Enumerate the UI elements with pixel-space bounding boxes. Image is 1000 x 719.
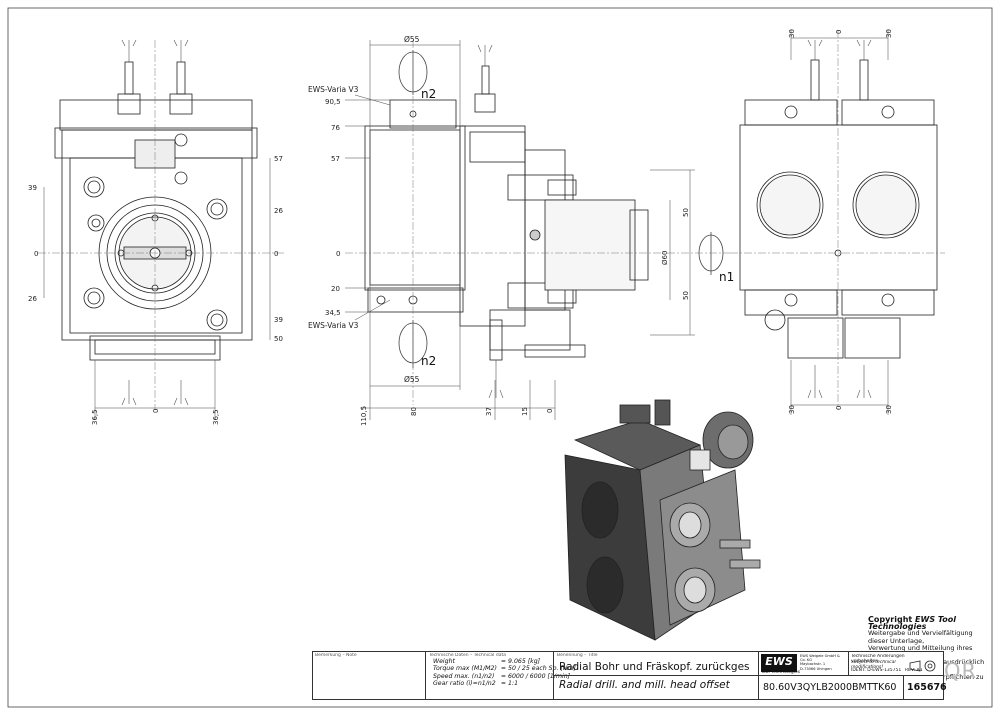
table-row: Gear ratio (i)=n1/n2 = 1:1	[431, 680, 578, 687]
front-view	[38, 39, 285, 420]
front-dim-bottom-0: 0	[152, 409, 160, 413]
remarks-header: Bemerkung – Note	[315, 653, 357, 658]
isometric-render	[564, 399, 761, 641]
varia-label-top: EWS-Varia V3	[308, 85, 359, 94]
divider	[903, 675, 904, 699]
front-dim-left-39: 39	[28, 184, 37, 192]
title-german: Radial Bohr und Fräskopf. zurückges	[559, 661, 750, 673]
rear-dim-top-30-left: 30	[788, 29, 796, 38]
title-block: Bemerkung – Note Technische Daten – Tech…	[312, 651, 947, 700]
copyright-prefix: Copyright	[868, 615, 913, 624]
side-n1: n1	[719, 270, 734, 284]
prop-label: Torque max (M1/M2)	[433, 665, 497, 673]
front-dim-right-39: 39	[274, 316, 283, 324]
ident-label: IDENT: D-EWS-135751	[851, 668, 902, 673]
prop-label: Weight	[433, 658, 455, 665]
side-n2-top: n2	[421, 87, 436, 101]
side-dim-bottom-80: 80	[410, 407, 418, 416]
rear-dim-top-30-right: 30	[885, 29, 893, 38]
side-dim-bottom-110-5: 110,5	[360, 406, 368, 426]
front-dim-right-50: 50	[274, 335, 283, 343]
tech-data-table: Weight = 9.065 [kg] Torque max (M1/M2)= 5…	[431, 658, 578, 687]
rear-dim-bottom-0: 0	[835, 406, 843, 410]
side-dim-90-5: 90,5	[325, 98, 341, 106]
prop-value: = 9.065 [kg]	[500, 658, 541, 665]
side-dim-34-5: 34,5	[325, 309, 341, 317]
qr-placeholder: QR	[944, 659, 978, 683]
side-bottom-diameter: Ø55	[404, 375, 420, 384]
company-line: D-73066 Uhingen	[800, 666, 832, 671]
side-view	[345, 40, 730, 420]
drawing-number: 165676	[907, 682, 947, 693]
revision-label: REV: A1	[905, 668, 923, 673]
change-note-en: Subject to technical modifications!	[851, 660, 896, 670]
rear-view	[730, 30, 945, 415]
side-dim-57: 57	[331, 155, 340, 163]
designation-header: Benennung – Title	[557, 653, 598, 658]
copyright-line: Weitergabe und Vervielfältigung dieser U…	[868, 629, 973, 645]
prop-value: = 50 / 25 each Sp. [Nm]	[500, 665, 576, 673]
divider	[425, 652, 426, 699]
side-n2-bottom: n2	[421, 354, 436, 368]
front-dim-right-0: 0	[274, 250, 278, 258]
divider	[848, 652, 849, 675]
table-row: Torque max (M1/M2)= 50 / 25 each Sp. [Nm…	[431, 665, 578, 672]
table-row: Weight = 9.065 [kg]	[431, 658, 578, 665]
side-dim-right-d60: Ø60	[661, 251, 669, 265]
prop-label: Gear ratio (i)=n1/n2	[433, 679, 496, 687]
side-dim-right-50-bottom: 50	[682, 291, 690, 300]
side-dim-0: 0	[336, 250, 340, 258]
rear-dim-bottom-30-left: 30	[788, 405, 796, 414]
ews-logo-sub: Tool Technologies	[761, 670, 801, 675]
table-row: Speed max. (n1/n2) = 6000 / 6000 [1/min]	[431, 673, 578, 680]
company-address: EWS Weigele GmbH & Co. KG Maybachstr. 1 …	[800, 654, 844, 671]
divider	[553, 675, 758, 676]
side-dim-bottom-15: 15	[521, 407, 529, 416]
tech-header: Technische Daten – Technical data	[429, 653, 506, 658]
front-dim-bottom-36-5-left: 36,5	[91, 409, 99, 425]
projection-icon	[909, 660, 936, 672]
prop-value: = 1:1	[500, 679, 518, 687]
side-dim-76: 76	[331, 124, 340, 132]
divider	[758, 675, 943, 676]
part-number: 80.60V3QYLB2000BMTTK60	[763, 682, 897, 693]
prop-value: = 6000 / 6000 [1/min]	[500, 672, 571, 680]
projection-symbol	[908, 660, 940, 674]
front-dim-left-0: 0	[34, 250, 38, 258]
company-line: EWS Weigele GmbH & Co. KG	[800, 654, 840, 663]
front-dim-right-57: 57	[274, 155, 283, 163]
varia-label-bottom: EWS-Varia V3	[308, 321, 359, 330]
rear-dim-top-0: 0	[835, 30, 843, 34]
copyright-brand: EWS Tool Technologies	[868, 615, 957, 632]
prop-label: Speed max. (n1/n2)	[433, 672, 495, 680]
sheet-border	[7, 7, 993, 708]
side-dim-20: 20	[331, 285, 340, 293]
copyright-heading: Copyright EWS Tool Technologies	[868, 615, 993, 632]
side-dim-bottom-0: 0	[546, 409, 554, 413]
front-dim-bottom-36-5-right: 36,5	[212, 409, 220, 425]
side-top-diameter: Ø55	[404, 35, 420, 44]
rear-dim-bottom-30-right: 30	[885, 405, 893, 414]
side-dim-right-50-top: 50	[682, 208, 690, 217]
change-note: Technische Änderungen vorbehalten	[851, 654, 905, 664]
side-dim-bottom-37: 37	[485, 407, 493, 416]
front-dim-left-26: 26	[28, 295, 37, 303]
front-dim-right-26: 26	[274, 207, 283, 215]
title-english: Radial drill. and mill. head offset	[559, 679, 730, 691]
company-line: Maybachstr. 1	[800, 662, 826, 667]
ews-logo: EWS	[761, 654, 797, 672]
